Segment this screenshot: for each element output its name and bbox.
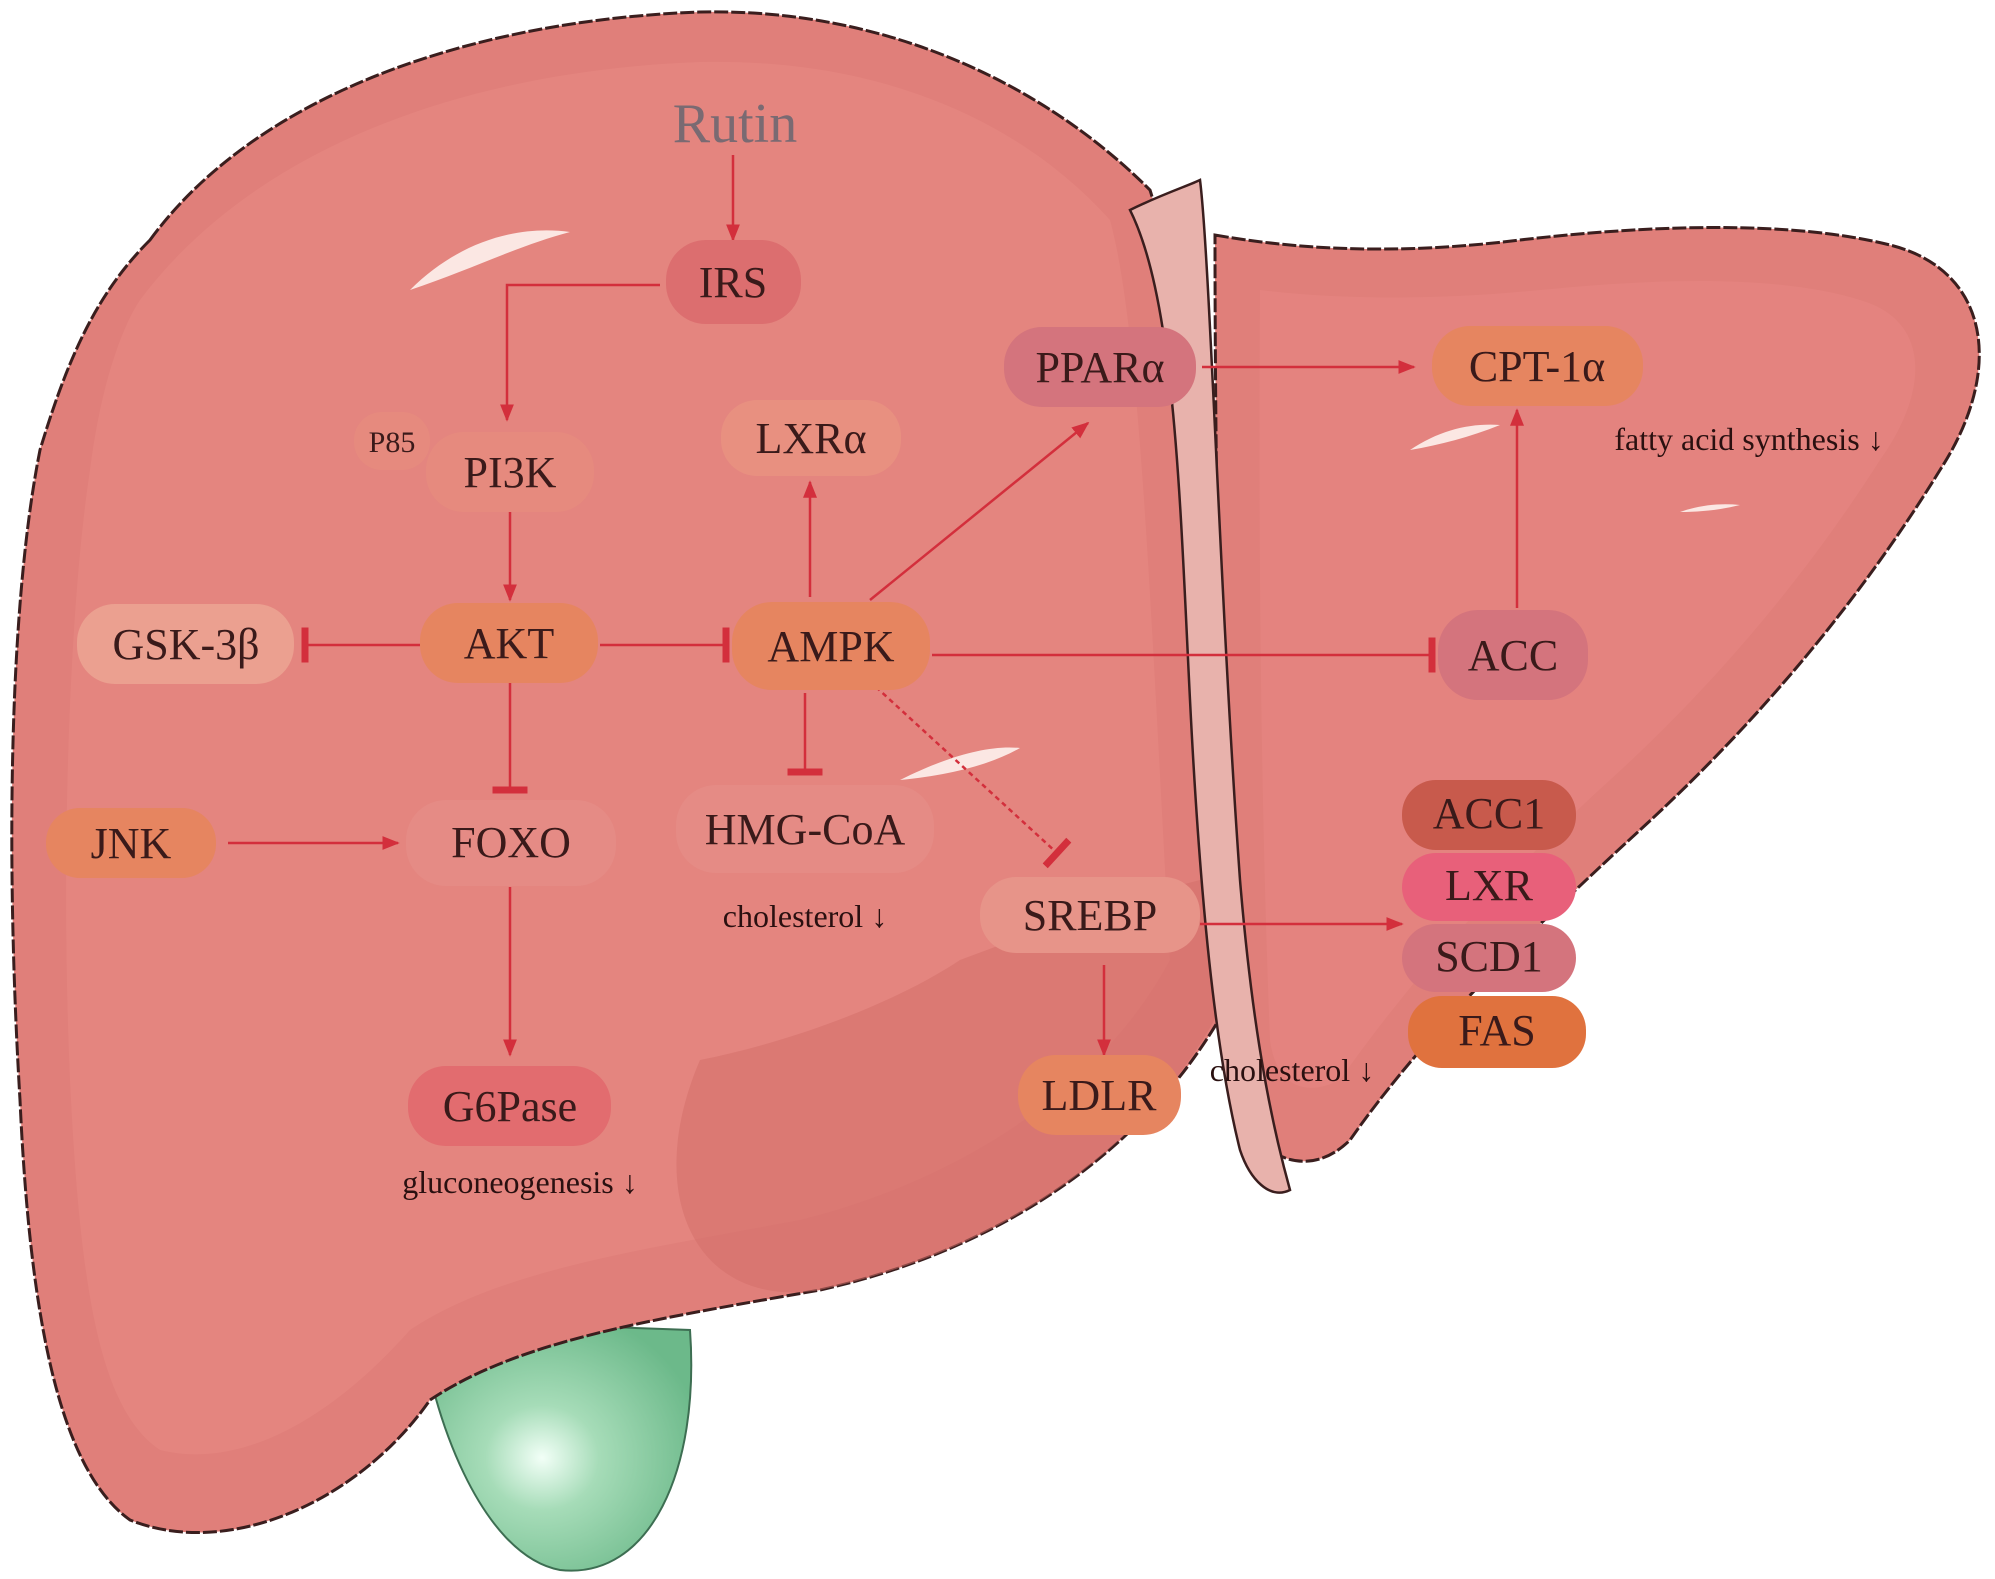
node-fas: FAS <box>1408 996 1586 1068</box>
arrow-irs-pi3k <box>500 283 660 422</box>
node-hmgcoa-label: HMG-CoA <box>705 805 906 854</box>
arrow-ampk-ppara <box>869 421 1090 601</box>
node-lxr-label: LXR <box>1445 861 1534 910</box>
node-srebp-label: SREBP <box>1023 891 1158 940</box>
node-gsk3b-label: GSK-3β <box>112 620 259 669</box>
note-fatty-acid-synthesis: fatty acid synthesis ↓ <box>1614 421 1883 457</box>
node-lxr: LXR <box>1402 853 1576 921</box>
node-irs-label: IRS <box>699 258 767 307</box>
node-cpt1a: CPT-1α <box>1432 326 1643 406</box>
node-lxra: LXRα <box>721 400 901 476</box>
node-jnk-label: JNK <box>91 819 172 868</box>
liver-left-highlight <box>66 61 1171 1455</box>
gloss-highlight <box>1410 424 1500 450</box>
connectors <box>228 155 1524 1057</box>
node-akt: AKT <box>420 603 598 683</box>
liver-left-shade <box>676 880 1225 1293</box>
node-foxo-label: FOXO <box>451 818 571 867</box>
node-ppara-label: PPARα <box>1035 343 1164 392</box>
node-akt-label: AKT <box>464 619 555 668</box>
node-pi3k: PI3K <box>426 432 594 512</box>
node-ampk-label: AMPK <box>767 622 894 671</box>
node-ppara: PPARα <box>1004 327 1196 407</box>
note-cholesterol-hmgcoa: cholesterol ↓ <box>723 898 887 934</box>
node-srebp: SREBP <box>980 877 1200 953</box>
node-jnk: JNK <box>46 808 216 878</box>
gloss-highlight <box>1680 504 1740 512</box>
falciform-ligament <box>1128 178 1292 1194</box>
node-gsk3b: GSK-3β <box>77 604 294 684</box>
node-scd1-label: SCD1 <box>1435 932 1543 981</box>
node-ldlr: LDLR <box>1018 1055 1181 1135</box>
node-acc1: ACC1 <box>1402 780 1576 850</box>
gloss-highlight <box>900 747 1020 780</box>
node-irs: IRS <box>666 240 801 324</box>
node-scd1: SCD1 <box>1402 924 1576 992</box>
node-fas-label: FAS <box>1458 1006 1535 1055</box>
node-ldlr-label: LDLR <box>1042 1071 1158 1120</box>
node-acc1-label: ACC1 <box>1433 789 1545 838</box>
gallbladder <box>418 1318 693 1572</box>
node-pi3k-label: PI3K <box>464 448 557 497</box>
node-g6pase-label: G6Pase <box>443 1082 577 1131</box>
node-hmgcoa: HMG-CoA <box>676 785 934 873</box>
inhibit-ampk-srebp <box>875 686 1072 869</box>
node-lxra-label: LXRα <box>755 414 866 463</box>
gloss-highlight <box>410 230 570 290</box>
rutin-label: Rutin <box>673 93 797 155</box>
node-acc-label: ACC <box>1468 631 1558 680</box>
node-g6pase: G6Pase <box>408 1066 611 1146</box>
note-gluconeogenesis: gluconeogenesis ↓ <box>402 1164 638 1200</box>
node-ampk: AMPK <box>732 602 930 690</box>
node-p85-label: P85 <box>369 426 416 459</box>
node-acc: ACC <box>1438 610 1588 700</box>
node-p85: P85 <box>354 412 430 470</box>
node-cpt1a-label: CPT-1α <box>1469 342 1605 391</box>
node-foxo: FOXO <box>406 800 616 886</box>
note-cholesterol-ldlr: cholesterol ↓ <box>1210 1052 1374 1088</box>
